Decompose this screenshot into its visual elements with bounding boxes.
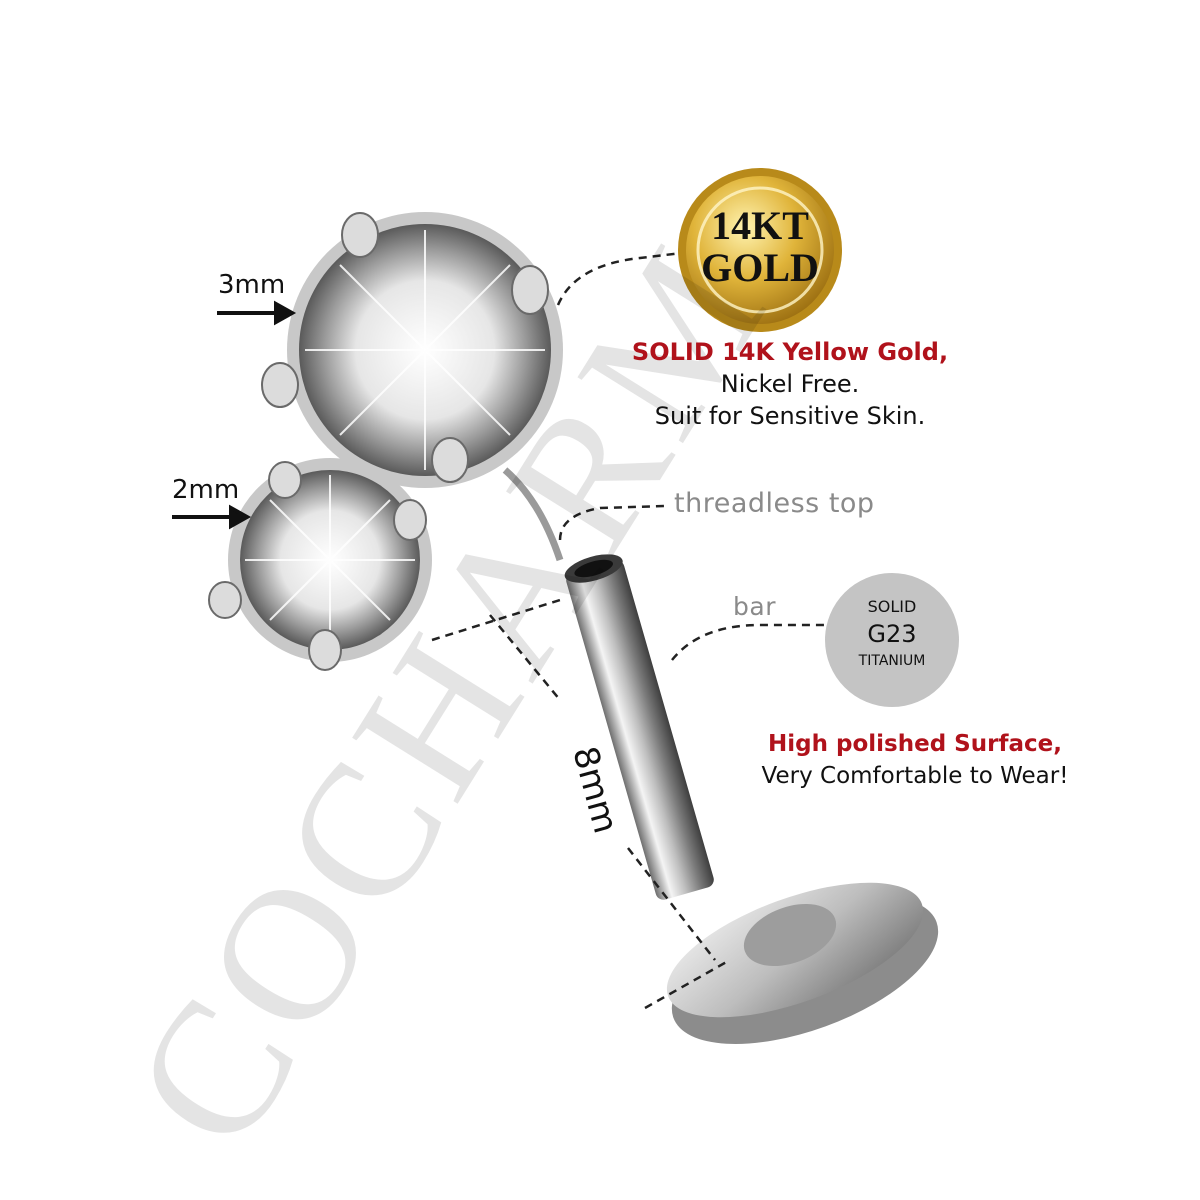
gem-setting xyxy=(208,212,563,671)
label-bar: bar xyxy=(733,592,776,621)
gold-badge-line1: 14KT xyxy=(711,203,809,248)
gold-badge-line2: GOLD xyxy=(701,245,819,290)
gold-line3: Suit for Sensitive Skin. xyxy=(654,402,926,430)
titanium-badge-top: SOLID xyxy=(867,597,917,616)
label-threadless-top: threadless top xyxy=(674,488,875,519)
titanium-line2: Very Comfortable to Wear! xyxy=(761,763,1069,789)
gold-headline: SOLID 14K Yellow Gold, xyxy=(631,338,949,366)
gold-info: SOLID 14K Yellow Gold, Nickel Free. Suit… xyxy=(620,336,960,432)
label-3mm: 3mm xyxy=(218,270,286,300)
leader-lines xyxy=(431,250,825,1010)
flat-back-disc xyxy=(666,882,939,1044)
threadless-pin xyxy=(502,467,564,562)
titanium-badge: SOLID G23 TITANIUM xyxy=(825,596,959,672)
size-arrows xyxy=(172,300,297,530)
titanium-badge-middle: G23 xyxy=(867,620,917,648)
gold-badge: 14KT GOLD xyxy=(690,205,830,289)
gold-line2: Nickel Free. xyxy=(720,370,860,398)
titanium-headline: High polished Surface, xyxy=(768,731,1062,757)
gold-seal-icon xyxy=(678,168,842,332)
label-2mm: 2mm xyxy=(172,475,240,505)
titanium-badge-bottom: TITANIUM xyxy=(858,653,926,669)
bar-tube xyxy=(564,554,714,900)
titanium-badge-icon xyxy=(825,573,959,707)
titanium-info: High polished Surface, Very Comfortable … xyxy=(750,728,1080,792)
